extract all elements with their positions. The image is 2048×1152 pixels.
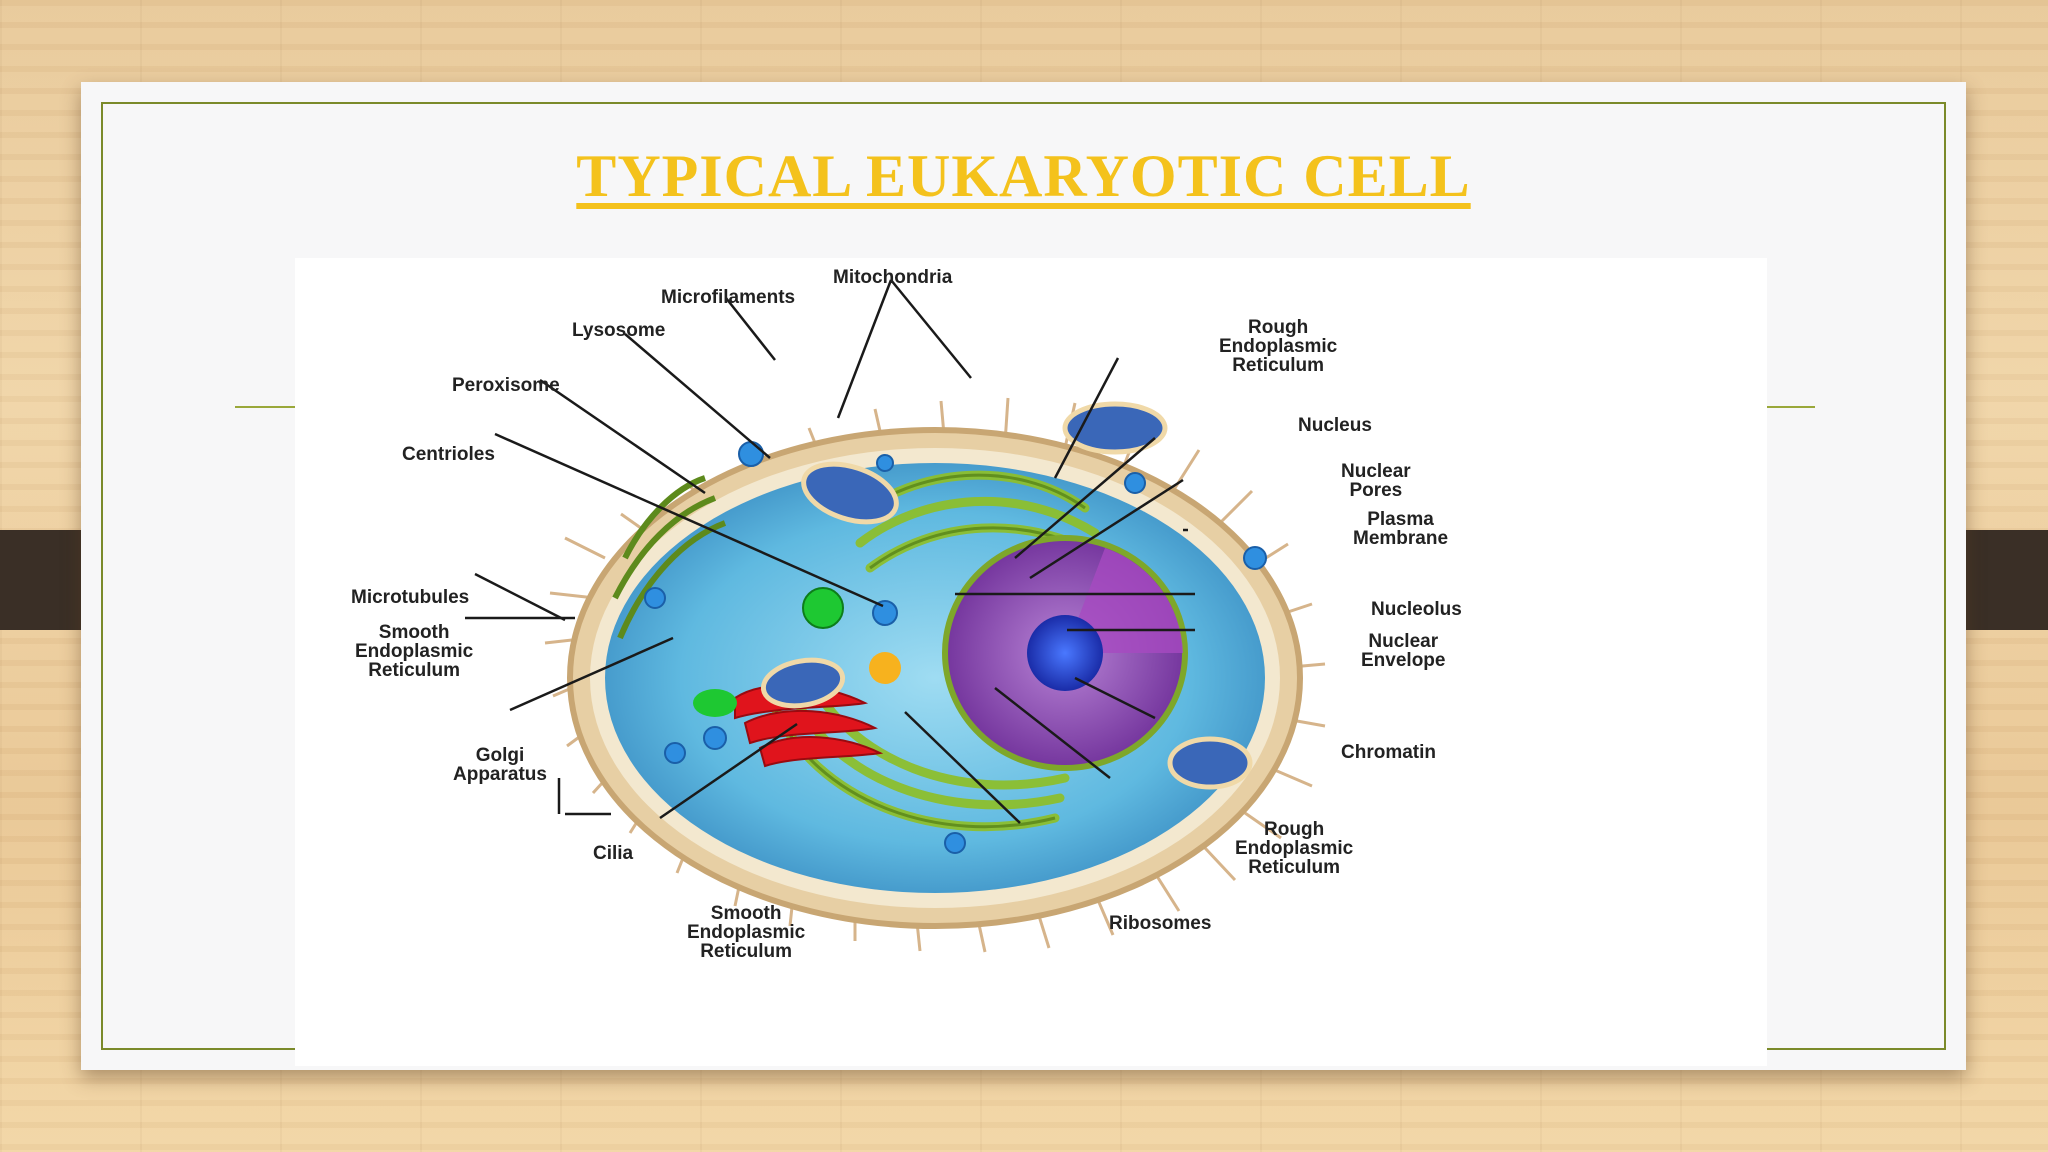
divider-right (1767, 406, 1815, 408)
label-rough-er-top-line-3: Reticulum (1232, 355, 1325, 376)
label-cilia: Cilia (593, 843, 634, 864)
label-smooth-er-left-line-2: Endoplasmic (355, 641, 474, 662)
label-chromatin: Chromatin (1341, 742, 1436, 763)
label-rough-er-top-line-1: Rough (1248, 317, 1309, 338)
divider-left (235, 406, 305, 408)
label-rough-er-top-line-2: Endoplasmic (1219, 336, 1338, 357)
label-centrioles: Centrioles (402, 444, 495, 465)
label-nuclear-envelope: Nuclear Envelope (1361, 632, 1445, 670)
label-smooth-er-bottom-line-2: Endoplasmic (687, 922, 806, 943)
cell-diagram: Mitochondria Microfilaments Lysosome Per… (295, 258, 1767, 1066)
lysosome-shapes (644, 441, 1267, 854)
label-golgi-apparatus: Golgi Apparatus (453, 746, 547, 784)
label-ribosomes: Ribosomes (1109, 913, 1212, 934)
label-golgi-line-1: Golgi (475, 745, 525, 766)
label-nuclear-pores-line-1: Nuclear (1341, 461, 1411, 482)
page-title: TYPICAL EUKARYOTIC CELL (576, 143, 1471, 209)
label-smooth-er-left: Smooth Endoplasmic Reticulum (355, 623, 473, 680)
label-smooth-er-left-line-3: Reticulum (368, 660, 461, 681)
label-smooth-er-bottom: Smooth Endoplasmic Reticulum (687, 904, 805, 961)
label-plasma-membrane-line-2: Membrane (1353, 528, 1449, 549)
label-rough-er-bottom-line-2: Endoplasmic (1235, 838, 1354, 859)
label-plasma-membrane-line-1: Plasma (1367, 509, 1434, 530)
peroxisome-shape (802, 587, 844, 629)
label-lysosome: Lysosome (572, 320, 666, 341)
mitochondria-shapes (760, 401, 1253, 790)
label-nuclear-pores-line-2: Pores (1349, 480, 1403, 501)
label-golgi-line-2: Apparatus (453, 764, 547, 785)
label-smooth-er-left-line-1: Smooth (378, 622, 450, 643)
label-microtubules: Microtubules (351, 587, 470, 608)
label-rough-er-bottom-line-1: Rough (1264, 819, 1325, 840)
label-rough-er-bottom: Rough Endoplasmic Reticulum (1235, 820, 1353, 877)
label-peroxisome: Peroxisome (452, 375, 560, 396)
slide: TYPICAL EUKARYOTIC CELL (81, 82, 1966, 1070)
label-microfilaments: Microfilaments (661, 287, 796, 308)
label-smooth-er-bottom-line-3: Reticulum (700, 941, 793, 962)
leader-lines (465, 279, 1195, 824)
label-rough-er-top: Rough Endoplasmic Reticulum (1219, 318, 1337, 375)
label-nuclear-envelope-line-2: Envelope (1361, 650, 1446, 671)
nucleolus-shape (1027, 615, 1103, 691)
label-rough-er-bottom-line-3: Reticulum (1248, 857, 1341, 878)
centrioles-shape (869, 652, 901, 684)
label-smooth-er-bottom-line-1: Smooth (710, 903, 782, 924)
label-mitochondria: Mitochondria (833, 267, 953, 288)
peroxisome-shape-2 (693, 689, 737, 717)
label-nucleolus: Nucleolus (1371, 599, 1462, 620)
label-plasma-membrane: Plasma Membrane (1353, 510, 1448, 548)
label-nuclear-pores: Nuclear Pores (1341, 462, 1411, 500)
cell-illustration (465, 279, 1326, 953)
label-nuclear-envelope-line-1: Nuclear (1368, 631, 1439, 652)
label-nucleus: Nucleus (1298, 415, 1372, 436)
